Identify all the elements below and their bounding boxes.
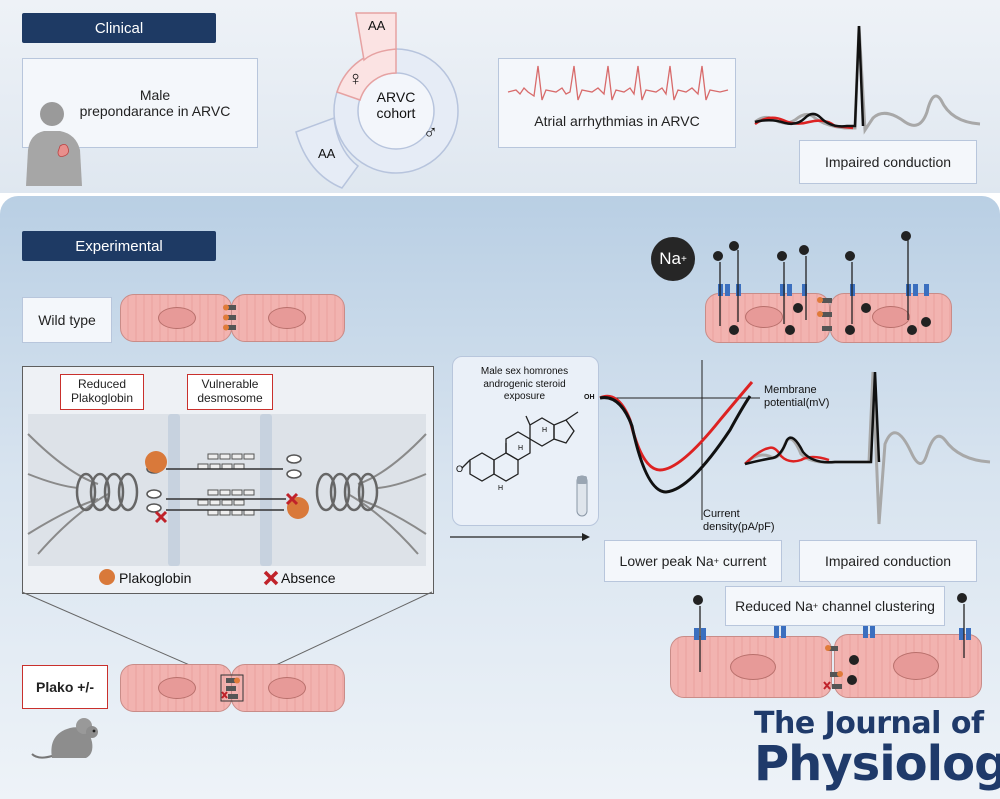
aa-top-label: AA	[368, 18, 386, 33]
reduced-plakoglobin-label: Reduced Plakoglobin	[60, 374, 144, 410]
lower-peak-sup: +	[713, 555, 719, 566]
clinical-impaired-conduction-box: Impaired conduction	[799, 140, 977, 184]
plako-nucleus-right	[268, 677, 306, 699]
svg-text:O: O	[456, 464, 463, 474]
journal-title-line1: The Journal of	[754, 706, 984, 741]
legend-absence: Absence	[281, 570, 336, 586]
desmosome-diagram	[27, 414, 427, 566]
experimental-action-potential-trace	[743, 371, 991, 525]
current-density-label: Current density(pA/pF)	[703, 508, 775, 534]
wt-nucleus-left	[158, 307, 196, 329]
wt-nucleus-right	[268, 307, 306, 329]
steroid-structure: O H H H	[456, 411, 579, 492]
plako-nucleus-left	[158, 677, 196, 699]
experimental-impaired-conduction-box: Impaired conduction	[799, 540, 977, 582]
flow-arrow	[450, 533, 590, 541]
clinical-action-potential-trace	[754, 25, 981, 135]
plako-channel-nucleus-right	[893, 652, 939, 680]
experimental-header: Experimental	[22, 231, 216, 261]
lower-peak-na-current-box: Lower peak Na+ current	[604, 540, 782, 582]
wt-channel-nucleus-left	[745, 306, 783, 328]
membrane-potential-label: Membrane potential(mV)	[764, 384, 830, 410]
hormone-text: Male sex homrones androgenic steroid exp…	[480, 366, 569, 402]
journal-title-line2: Physiology	[754, 736, 1000, 792]
arvc-cohort-donut	[295, 12, 459, 189]
svg-text:H: H	[518, 445, 523, 452]
wt-channel-overlay	[713, 231, 931, 335]
reduced-clustering-tail: channel clustering	[818, 597, 935, 614]
plako-junction-desmosomes	[220, 674, 244, 702]
reduced-channel-clustering-box: Reduced Na+ channel clustering	[725, 586, 945, 626]
mouse-icon	[31, 718, 98, 759]
clinical-header: Clinical	[22, 13, 216, 43]
plakoglobin-legend-dot-icon	[99, 569, 115, 585]
plako-channel-nucleus-left	[730, 654, 776, 680]
atrial-ecg-trace	[507, 65, 729, 101]
absence-legend-x-icon	[263, 570, 279, 586]
legend-plakoglobin: Plakoglobin	[119, 570, 192, 586]
lower-peak-tail: current	[718, 552, 767, 569]
na-label: Na	[659, 249, 681, 268]
vulnerable-desmosome-label: Vulnerable desmosome	[187, 374, 273, 410]
na-sup: +	[680, 253, 687, 265]
svg-text:H: H	[542, 427, 547, 434]
hormone-box	[452, 356, 599, 526]
wt-junction-desmosomes	[223, 304, 236, 331]
oh-label: OH	[584, 394, 595, 401]
male-symbol-icon: ♂	[423, 122, 438, 144]
aa-bottom-label: AA	[318, 146, 336, 161]
iv-curve-plot	[599, 360, 760, 520]
female-symbol-icon: ♀	[348, 68, 363, 90]
reduced-clustering-sup: +	[812, 600, 819, 611]
plako-label: Plako +/-	[22, 665, 108, 709]
testosterone-vial-icon	[576, 475, 588, 517]
cohort-center-label: ARVC cohort	[376, 89, 416, 122]
svg-text:H: H	[498, 485, 503, 492]
na-ion-badge: Na+	[651, 237, 695, 281]
lower-peak-text: Lower peak Na	[619, 552, 714, 569]
wild-type-box: Wild type	[22, 297, 112, 343]
plako-channel-overlay	[693, 593, 971, 690]
patient-icon	[26, 102, 82, 186]
wt-channel-nucleus-right	[872, 306, 910, 328]
reduced-clustering-text: Reduced Na	[735, 597, 813, 614]
